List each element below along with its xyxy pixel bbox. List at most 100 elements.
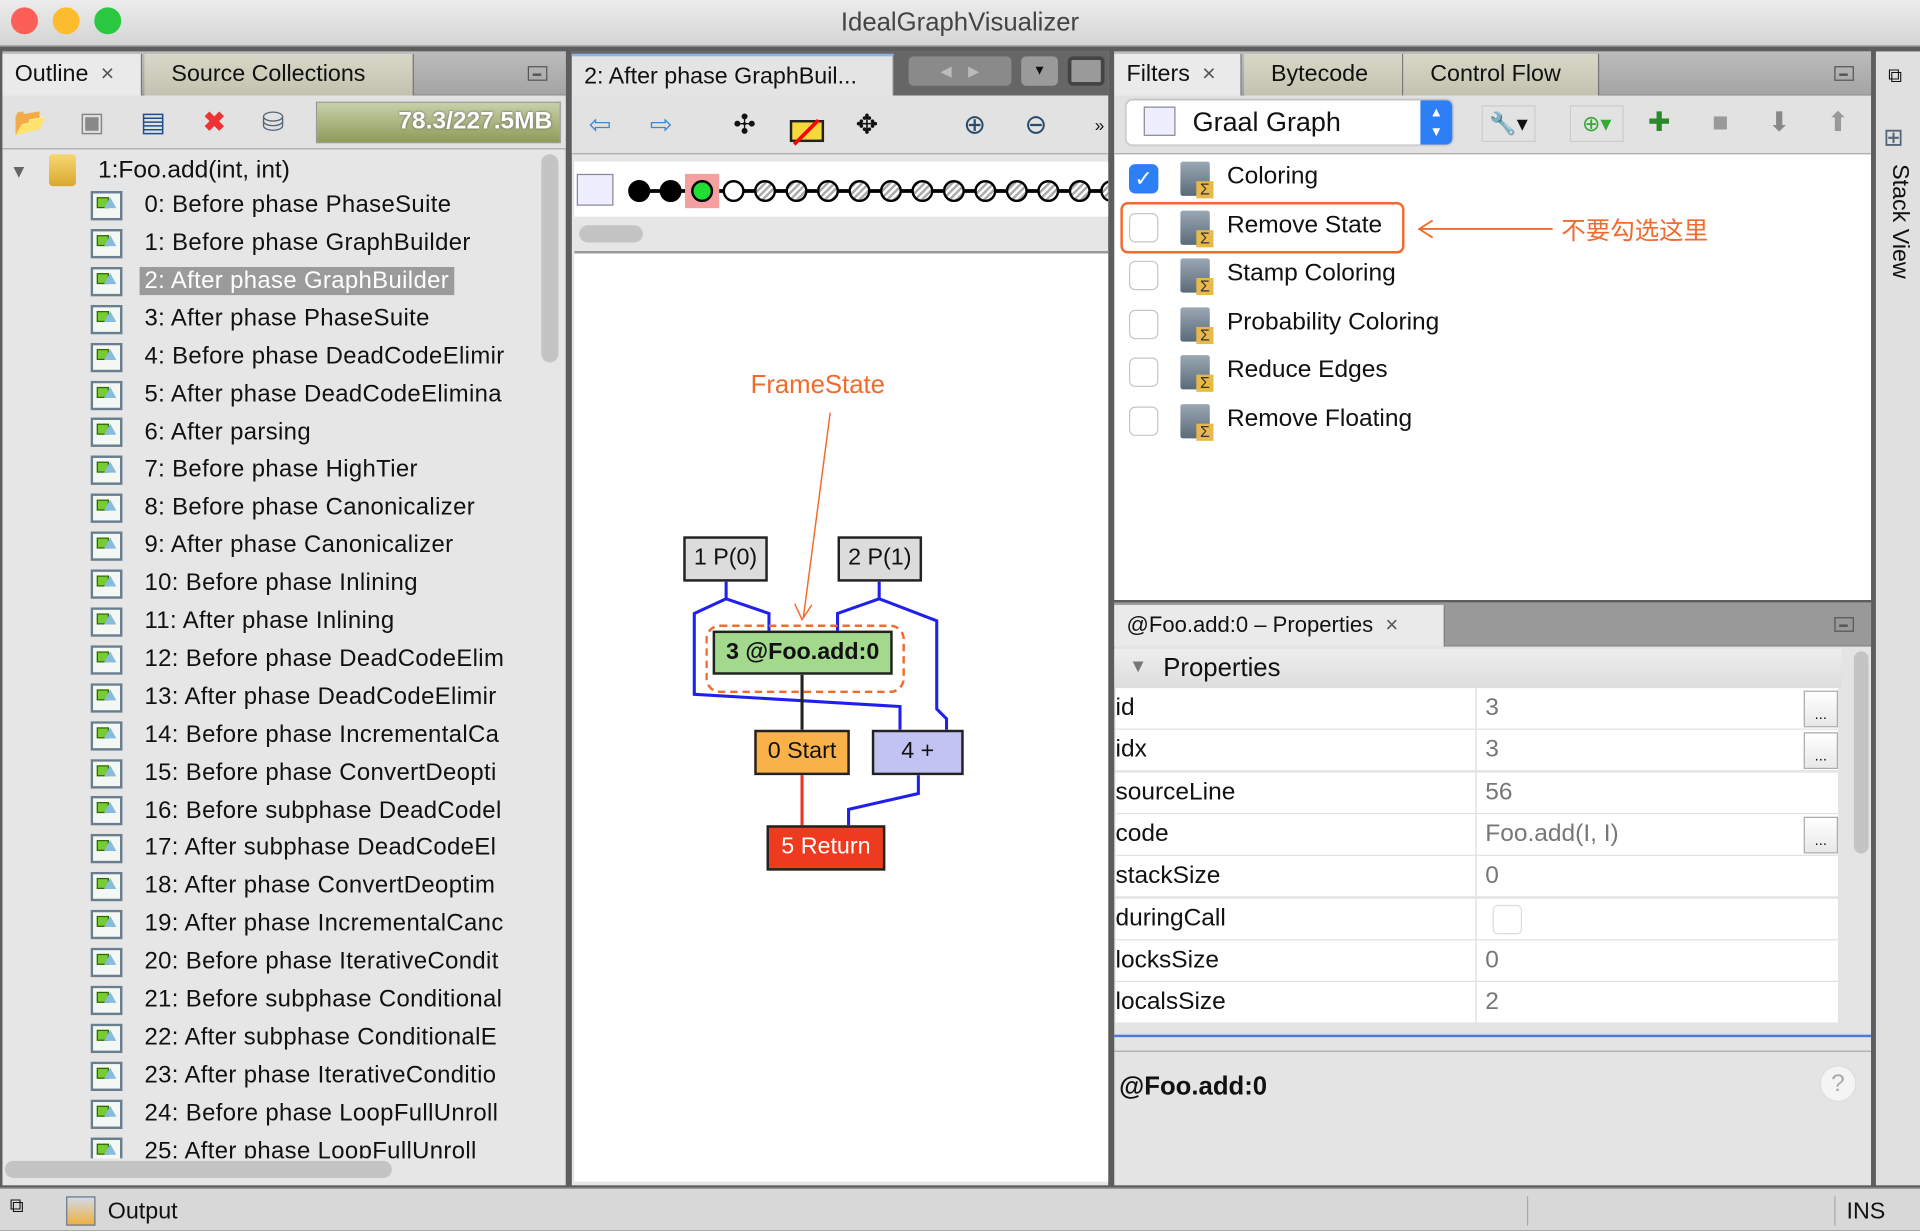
tab-filters[interactable]: Filters× [1114, 53, 1242, 96]
minimize-window-button[interactable] [52, 7, 80, 35]
node-start[interactable]: 0 Start [754, 729, 850, 776]
tree-item[interactable]: 9: After phase Canonicalizer [90, 531, 538, 568]
timeline-scrollbar[interactable] [579, 225, 643, 243]
new-filter-icon[interactable]: ✚ [1647, 106, 1671, 138]
filter-item[interactable]: Remove Floating [1128, 401, 1619, 443]
tree-item[interactable]: 12: Before phase DeadCodeElim [90, 645, 538, 681]
filter-item[interactable]: Probability Coloring [1128, 304, 1619, 346]
property-value[interactable]: 56 [1485, 778, 1513, 806]
tree-item[interactable]: 18: After phase ConvertDeoptim [90, 872, 538, 908]
restore-window-icon[interactable]: ⧉ [1888, 66, 1903, 87]
timeline-phase-dot[interactable] [1005, 180, 1028, 203]
close-icon[interactable]: × [1385, 612, 1399, 637]
close-icon[interactable]: × [1202, 61, 1216, 87]
tree-item[interactable]: 20: Before phase IterativeCondit [90, 947, 538, 984]
filter-item[interactable]: ✓Coloring [1128, 159, 1619, 201]
tree-item[interactable]: 1: Before phase GraphBuilder [90, 228, 538, 265]
timeline-phase-dot[interactable] [848, 180, 871, 203]
tree-item[interactable]: 5: After phase DeadCodeElimina [90, 380, 538, 416]
timeline-phase-dot[interactable] [754, 180, 777, 203]
node-param-1[interactable]: 2 P(1) [837, 536, 923, 582]
tree-item[interactable]: 22: After subphase ConditionalE [90, 1023, 538, 1059]
property-value[interactable]: 0 [1485, 862, 1499, 890]
tree-item[interactable]: 14: Before phase IncrementalCa [90, 720, 538, 757]
timeline-phase-dot[interactable] [628, 180, 651, 203]
next-graph-icon[interactable]: ⇨ [649, 108, 673, 140]
property-value[interactable]: 3 [1485, 694, 1499, 722]
vertical-scrollbar[interactable] [541, 154, 559, 363]
save-icon[interactable]: ▣ [79, 106, 105, 138]
tree-item[interactable]: 25: After phase LoopFullUnroll [90, 1136, 538, 1159]
remove-filter-icon[interactable]: ■ [1712, 106, 1729, 138]
tree-item[interactable]: 11: After phase Inlining [90, 607, 538, 643]
close-icon[interactable]: × [100, 61, 115, 87]
filter-checkbox[interactable] [1128, 309, 1159, 339]
tree-item[interactable]: 3: After phase PhaseSuite [90, 304, 538, 341]
edit-button[interactable]: ... [1803, 816, 1838, 854]
tree-item[interactable]: 0: Before phase PhaseSuite [90, 191, 538, 227]
property-row[interactable]: duringCall [1115, 898, 1838, 940]
tree-item[interactable]: 23: After phase IterativeConditio [90, 1061, 538, 1097]
previous-graph-icon[interactable]: ⇦ [588, 108, 612, 140]
tree-item[interactable]: 10: Before phase Inlining [90, 569, 538, 605]
filter-checkbox[interactable]: ✓ [1128, 164, 1159, 194]
output-tab[interactable]: Output [107, 1198, 178, 1225]
tree-item[interactable]: 2: After phase GraphBuilder [90, 266, 538, 303]
move-up-icon[interactable]: ⬆ [1826, 106, 1850, 138]
tab-bytecode[interactable]: Bytecode [1244, 53, 1404, 96]
tab-control-flow[interactable]: Control Flow [1403, 53, 1600, 96]
timeline-phase-dot[interactable] [659, 180, 682, 203]
open-folder-icon[interactable]: 📂 [13, 106, 48, 138]
profile-select[interactable]: Graal Graph ▲▼ [1126, 100, 1453, 145]
expand-icon[interactable]: ✥ [855, 108, 879, 140]
restore-window-icon[interactable]: ⧉ [9, 1196, 24, 1218]
property-value[interactable]: 3 [1485, 736, 1499, 764]
tree-item[interactable]: 24: Before phase LoopFullUnroll [90, 1099, 538, 1135]
filter-item[interactable]: Remove State [1128, 208, 1619, 250]
help-icon[interactable]: ? [1819, 1065, 1857, 1103]
more-icon[interactable]: » [1094, 115, 1105, 135]
maximize-icon[interactable] [1067, 56, 1105, 86]
timeline-phase-dot[interactable] [911, 180, 934, 203]
properties-section-header[interactable]: ▼ Properties [1114, 648, 1842, 689]
timeline-phase-dot[interactable] [879, 180, 902, 203]
tree-item[interactable]: 4: Before phase DeadCodeElimir [90, 342, 538, 378]
property-value[interactable]: 2 [1485, 988, 1499, 1016]
save-all-icon[interactable]: ▤ [140, 106, 166, 138]
phase-timeline[interactable] [621, 167, 1109, 216]
tab-outline[interactable]: Outline× [2, 53, 143, 96]
tree-item[interactable]: 16: Before subphase DeadCodel [90, 796, 538, 832]
center-selected-icon[interactable]: ✣ [733, 108, 756, 140]
tree-item[interactable]: 6: After parsing [90, 418, 538, 454]
node-add[interactable]: 4 + [871, 729, 964, 776]
zoom-in-icon[interactable]: ⊕ [963, 108, 986, 140]
tree-item[interactable]: 19: After phase IncrementalCanc [90, 909, 538, 946]
filter-item[interactable]: Stamp Coloring [1128, 256, 1619, 298]
remove-all-icon[interactable]: ⛁ [261, 106, 285, 138]
minimize-icon[interactable] [1834, 617, 1854, 632]
tree-item[interactable]: 7: Before phase HighTier [90, 455, 538, 492]
timeline-phase-dot[interactable] [816, 180, 840, 203]
property-value[interactable]: 0 [1485, 946, 1499, 974]
filter-checkbox[interactable] [1128, 405, 1159, 436]
close-window-button[interactable] [11, 7, 38, 35]
timeline-phase-dot[interactable] [1068, 180, 1091, 203]
tab-properties[interactable]: @Foo.add:0 – Properties× [1114, 604, 1445, 647]
tree-item[interactable]: 8: Before phase Canonicalizer [90, 493, 538, 530]
properties-scrollbar[interactable] [1853, 651, 1869, 854]
tree-item[interactable]: 15: Before phase ConvertDeopti [90, 758, 538, 795]
timeline-phase-dot[interactable] [1037, 180, 1060, 203]
edit-button[interactable]: ... [1803, 690, 1838, 728]
property-value[interactable]: Foo.add(I, I) [1485, 820, 1619, 848]
tree-item[interactable]: 21: Before subphase Conditional [90, 985, 538, 1022]
property-checkbox[interactable] [1492, 904, 1523, 934]
expand-triangle-icon[interactable]: ▼ [9, 161, 28, 183]
filter-checkbox[interactable] [1128, 260, 1159, 291]
node-framestate[interactable]: 3 @Foo.add:0 [712, 630, 893, 675]
timeline-phase-dot[interactable] [785, 180, 808, 203]
